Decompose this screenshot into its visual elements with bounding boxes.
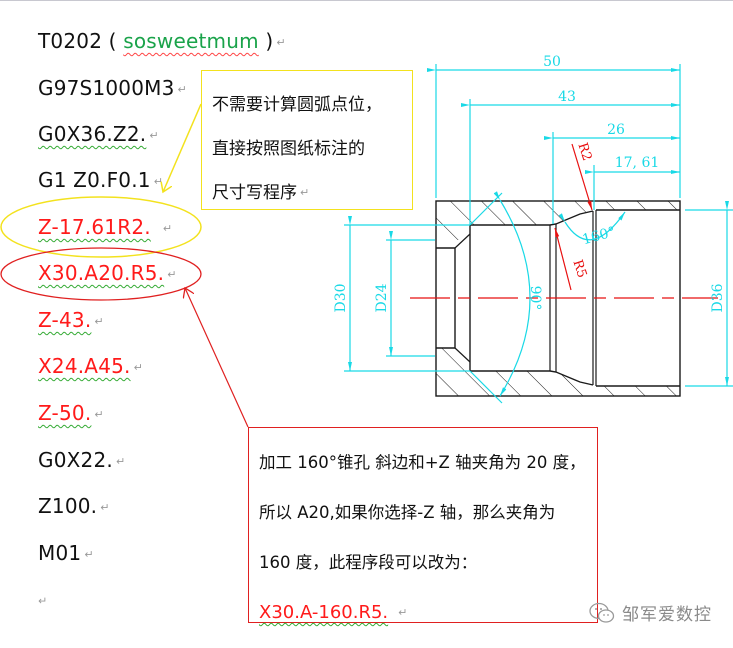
note-yellow-line-3: 尺寸写程序↵ bbox=[212, 183, 310, 203]
dim-d30: D30 bbox=[333, 283, 349, 312]
watermark: 邹军爱数控 bbox=[588, 600, 712, 625]
paragraph-mark-icon: ↵ bbox=[38, 594, 48, 608]
dim-angle-160: 160° bbox=[581, 224, 618, 248]
code-line-12: M01↵ bbox=[38, 541, 94, 565]
note-yellow-callout: 不需要计算圆弧点位， 直接按照图纸标注的 尺寸写程序↵ bbox=[201, 70, 413, 210]
highlight-ellipse-yellow bbox=[0, 196, 202, 258]
highlight-ellipse-red bbox=[0, 247, 202, 301]
wechat-icon bbox=[589, 602, 615, 623]
code-line-13: ↵ bbox=[38, 588, 47, 614]
dim-angle-90: 90° bbox=[527, 286, 543, 311]
code-line-3: G0X36.Z2.↵ bbox=[38, 122, 159, 146]
paragraph-mark-icon: ↵ bbox=[276, 35, 286, 49]
code-line-9: Z-50.↵ bbox=[38, 401, 104, 425]
dim-17-61: 17, 61 bbox=[615, 155, 660, 171]
note-red-line-3: 160 度，此程序段可以改为： bbox=[259, 553, 478, 572]
note-red-callout: 加工 160°锥孔 斜边和+Z 轴夹角为 20 度， 所以 A20,如果你选择-… bbox=[248, 427, 598, 623]
note-red-line-1: 加工 160°锥孔 斜边和+Z 轴夹角为 20 度， bbox=[259, 453, 586, 472]
paragraph-mark-icon: ↵ bbox=[177, 82, 187, 96]
code-line-10: G0X22.↵ bbox=[38, 448, 126, 472]
paragraph-mark-icon: ↵ bbox=[149, 128, 159, 142]
paragraph-mark-icon: ↵ bbox=[94, 314, 104, 328]
callout-arrow-yellow bbox=[163, 103, 202, 192]
dim-overall-50: 50 bbox=[543, 54, 561, 70]
dim-d24: D24 bbox=[374, 283, 390, 312]
dim-43: 43 bbox=[558, 89, 576, 105]
paragraph-mark-icon: ↵ bbox=[100, 500, 110, 514]
dim-d36: D36 bbox=[710, 283, 726, 312]
note-red-line-2: 所以 A20,如果你选择-Z 轴，那么夹角为 bbox=[259, 503, 556, 522]
dim-radius-r2: R2 bbox=[574, 141, 594, 163]
code-line-5: Z-17.61R2.↵ bbox=[38, 215, 173, 239]
note-red-code: X30.A-160.R5.↵ bbox=[259, 602, 408, 623]
code-line-8: X24.A45.↵ bbox=[38, 354, 144, 378]
code-line-6: X30.A20.R5.↵ bbox=[38, 261, 177, 285]
code-line-1: T0202 ( sosweetmum )↵ bbox=[38, 29, 286, 53]
code-line-4: G1 Z0.F0.1↵ bbox=[38, 168, 164, 192]
top-border bbox=[0, 0, 733, 1]
tool-comment: sosweetmum bbox=[123, 29, 259, 53]
paragraph-mark-icon: ↵ bbox=[153, 174, 164, 188]
watermark-text: 邹军爱数控 bbox=[622, 605, 712, 625]
paragraph-mark-icon: ↵ bbox=[133, 360, 144, 374]
paragraph-mark-icon: ↵ bbox=[84, 547, 94, 561]
dim-26: 26 bbox=[607, 122, 625, 138]
part-drawing: 50 43 26 17, 61 160° 90° D30 D24 D36 R2 … bbox=[333, 54, 733, 404]
paragraph-mark-icon: ↵ bbox=[94, 407, 104, 421]
dim-radius-r5: R5 bbox=[569, 258, 589, 280]
note-yellow-line-2: 直接按照图纸标注的 bbox=[212, 139, 365, 159]
paragraph-mark-icon: ↵ bbox=[167, 267, 177, 281]
callout-arrow-red bbox=[185, 288, 249, 428]
code-line-11: Z100.↵ bbox=[38, 494, 110, 518]
code-line-7: Z-43.↵ bbox=[38, 308, 104, 332]
paragraph-mark-icon: ↵ bbox=[162, 221, 173, 235]
code-line-2: G97S1000M3↵ bbox=[38, 76, 187, 100]
note-yellow-line-1: 不需要计算圆弧点位， bbox=[212, 95, 382, 115]
paragraph-mark-icon: ↵ bbox=[115, 454, 126, 468]
